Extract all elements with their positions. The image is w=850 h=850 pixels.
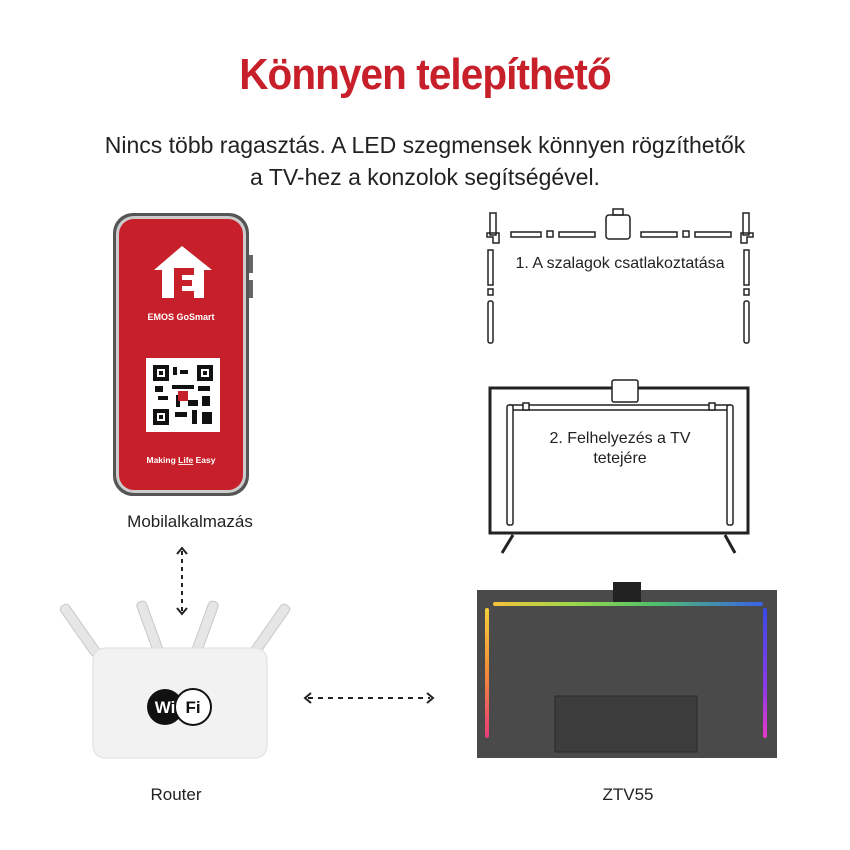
vertical-dashed-arrow bbox=[176, 546, 188, 616]
subtitle-line-2: a TV-hez a konzolok segítségével. bbox=[250, 164, 600, 190]
page-title: Könnyen telepíthető bbox=[239, 50, 612, 99]
step2-text-line2: tetejére bbox=[593, 450, 646, 467]
app-slogan: Making Life Easy bbox=[147, 455, 216, 465]
tv-with-led-strips bbox=[477, 582, 777, 758]
qr-code bbox=[146, 358, 220, 432]
step2-tv-diagram: 2. Felhelyezés a TV tetejére bbox=[488, 379, 750, 554]
wifi-logo-left: Wi bbox=[155, 698, 176, 717]
router-illustration: Wi Fi bbox=[59, 600, 291, 759]
app-name: EMOS GoSmart bbox=[147, 312, 214, 322]
step1-strip-diagram: 1. A szalagok csatlakoztatása bbox=[486, 208, 754, 344]
phone-illustration: EMOS GoSmart Making Life Easy bbox=[113, 213, 253, 496]
subtitle-line-1: Nincs több ragasztás. A LED szegmensek k… bbox=[104, 132, 746, 158]
emos-house-logo bbox=[154, 246, 212, 298]
tv-label: ZTV55 bbox=[602, 785, 654, 804]
horizontal-dashed-arrow bbox=[303, 692, 435, 704]
step2-text-line1: 2. Felhelyezés a TV bbox=[549, 430, 690, 447]
step1-text: 1. A szalagok csatlakoztatása bbox=[515, 255, 724, 272]
wifi-logo-right: Fi bbox=[185, 698, 200, 717]
phone-label: Mobilalkalmazás bbox=[127, 512, 253, 531]
router-label: Router bbox=[150, 785, 202, 804]
